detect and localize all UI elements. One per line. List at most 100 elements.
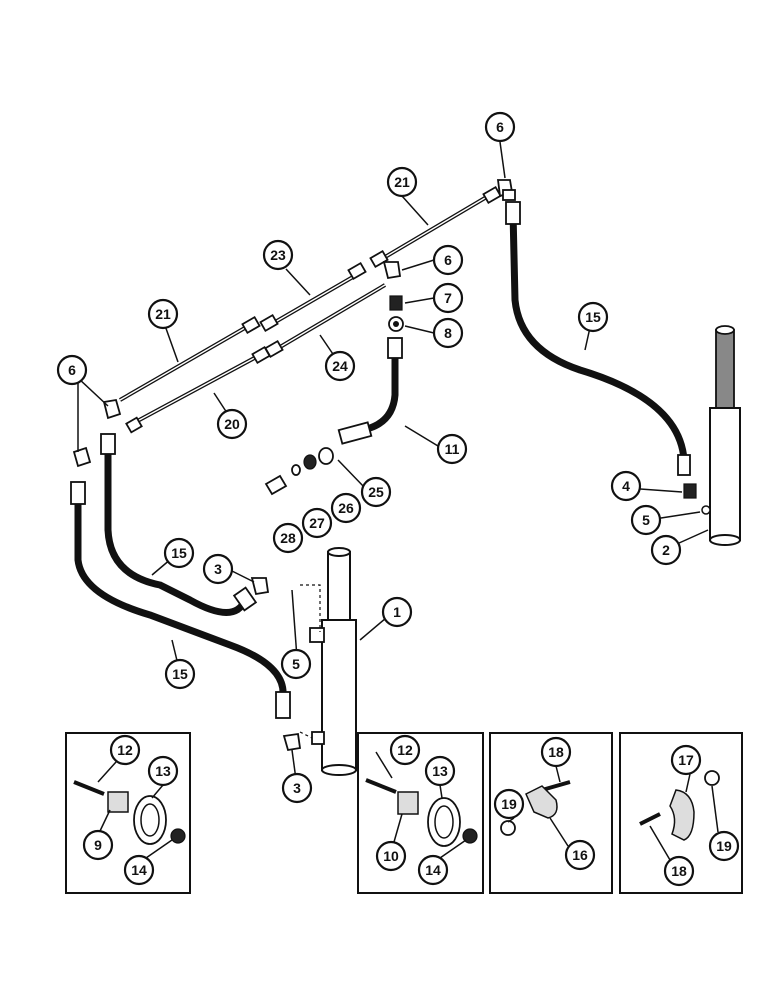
svg-text:15: 15 bbox=[171, 545, 187, 561]
callout-7: 7 bbox=[432, 282, 464, 314]
callout-27: 27 bbox=[301, 507, 333, 539]
tube-23 bbox=[259, 261, 367, 333]
callout-18-panel-c: 18 bbox=[540, 736, 572, 768]
callout-19-panel-d: 19 bbox=[708, 830, 740, 862]
svg-text:16: 16 bbox=[572, 847, 588, 863]
callout-6-top: 6 bbox=[484, 111, 516, 143]
callout-19-panel-c: 19 bbox=[493, 788, 525, 820]
svg-text:11: 11 bbox=[445, 441, 460, 457]
svg-text:6: 6 bbox=[68, 362, 76, 378]
svg-text:25: 25 bbox=[368, 484, 384, 500]
tube-21-left bbox=[119, 315, 261, 402]
callout-4: 4 bbox=[610, 470, 642, 502]
hose-15-lower-left bbox=[70, 481, 291, 719]
svg-text:21: 21 bbox=[155, 306, 171, 322]
svg-text:24: 24 bbox=[332, 358, 348, 374]
callout-3-upper: 3 bbox=[202, 553, 234, 585]
svg-text:14: 14 bbox=[131, 862, 147, 878]
callout-3-lower: 3 bbox=[281, 772, 313, 804]
svg-text:9: 9 bbox=[94, 837, 102, 853]
svg-text:21: 21 bbox=[394, 174, 410, 190]
svg-text:12: 12 bbox=[397, 742, 413, 758]
callout-14-panel-a: 14 bbox=[123, 854, 155, 886]
callout-2: 2 bbox=[650, 534, 682, 566]
callout-15-right: 15 bbox=[577, 301, 609, 333]
callout-14-panel-b: 14 bbox=[417, 854, 449, 886]
elbow-fitting-3-lower bbox=[282, 732, 302, 752]
callout-16: 16 bbox=[564, 839, 596, 871]
callout-10: 10 bbox=[375, 840, 407, 872]
callout-5-right: 5 bbox=[630, 504, 662, 536]
callout-1: 1 bbox=[381, 596, 413, 628]
svg-text:28: 28 bbox=[280, 530, 296, 546]
hose-11 bbox=[337, 337, 403, 445]
callout-23: 23 bbox=[262, 239, 294, 271]
parts-25-28 bbox=[264, 447, 334, 496]
callout-13-panel-b: 13 bbox=[424, 755, 456, 787]
svg-text:2: 2 bbox=[662, 542, 670, 558]
svg-text:13: 13 bbox=[432, 763, 448, 779]
callout-18-panel-d: 18 bbox=[663, 855, 695, 887]
callout-24: 24 bbox=[324, 350, 356, 382]
callout-17: 17 bbox=[670, 744, 702, 776]
callout-12-panel-a: 12 bbox=[109, 734, 141, 766]
tube-21-top bbox=[369, 185, 502, 269]
callout-9: 9 bbox=[82, 829, 114, 861]
svg-text:6: 6 bbox=[444, 252, 452, 268]
callout-5-center: 5 bbox=[280, 648, 312, 680]
tube-20 bbox=[125, 345, 271, 434]
hydraulic-cylinder-1 bbox=[299, 547, 357, 776]
callout-20: 20 bbox=[216, 408, 248, 440]
connector-4 bbox=[683, 483, 697, 499]
callout-15-lower-left: 15 bbox=[164, 658, 196, 690]
svg-text:18: 18 bbox=[671, 863, 687, 879]
callout-21-top: 21 bbox=[386, 166, 418, 198]
svg-text:1: 1 bbox=[393, 604, 401, 620]
svg-text:4: 4 bbox=[622, 478, 630, 494]
svg-text:13: 13 bbox=[155, 763, 171, 779]
callout-21-left: 21 bbox=[147, 298, 179, 330]
callout-11: 11 bbox=[436, 433, 468, 465]
hose-15-upper-left bbox=[100, 433, 258, 616]
svg-text:26: 26 bbox=[338, 500, 354, 516]
nut-8 bbox=[388, 316, 404, 332]
elbow-fitting-3-upper bbox=[250, 577, 270, 596]
svg-text:17: 17 bbox=[678, 752, 694, 768]
hose-15-right bbox=[505, 201, 691, 476]
svg-text:3: 3 bbox=[214, 561, 222, 577]
callout-26: 26 bbox=[330, 492, 362, 524]
tube-24 bbox=[264, 283, 387, 359]
leader-lines bbox=[77, 141, 709, 788]
callout-15-upper-left: 15 bbox=[163, 537, 195, 569]
svg-text:27: 27 bbox=[309, 515, 325, 531]
callout-28: 28 bbox=[272, 522, 304, 554]
svg-text:14: 14 bbox=[425, 862, 441, 878]
callout-12-panel-b: 12 bbox=[389, 734, 421, 766]
hydraulic-cylinder-2 bbox=[701, 325, 741, 546]
svg-text:7: 7 bbox=[444, 290, 452, 306]
elbow-fitting-6-left bbox=[72, 398, 122, 468]
callout-13-panel-a: 13 bbox=[147, 755, 179, 787]
svg-text:19: 19 bbox=[501, 796, 517, 812]
callout-6-mid: 6 bbox=[432, 244, 464, 276]
svg-text:3: 3 bbox=[293, 780, 301, 796]
svg-text:15: 15 bbox=[585, 309, 601, 325]
connector-7 bbox=[389, 295, 403, 311]
elbow-fitting-6-top bbox=[496, 179, 516, 201]
svg-text:5: 5 bbox=[292, 656, 300, 672]
svg-text:18: 18 bbox=[548, 744, 564, 760]
svg-text:8: 8 bbox=[444, 325, 452, 341]
svg-text:23: 23 bbox=[270, 247, 286, 263]
svg-text:6: 6 bbox=[496, 119, 504, 135]
callout-8: 8 bbox=[432, 317, 464, 349]
elbow-fitting-6-mid bbox=[382, 261, 402, 280]
svg-text:15: 15 bbox=[172, 666, 188, 682]
svg-text:20: 20 bbox=[224, 416, 240, 432]
svg-text:19: 19 bbox=[716, 838, 732, 854]
inset-leaders bbox=[99, 765, 719, 861]
svg-text:10: 10 bbox=[383, 848, 399, 864]
callout-6-left: 6 bbox=[56, 354, 88, 386]
svg-text:5: 5 bbox=[642, 512, 650, 528]
svg-text:12: 12 bbox=[117, 742, 133, 758]
